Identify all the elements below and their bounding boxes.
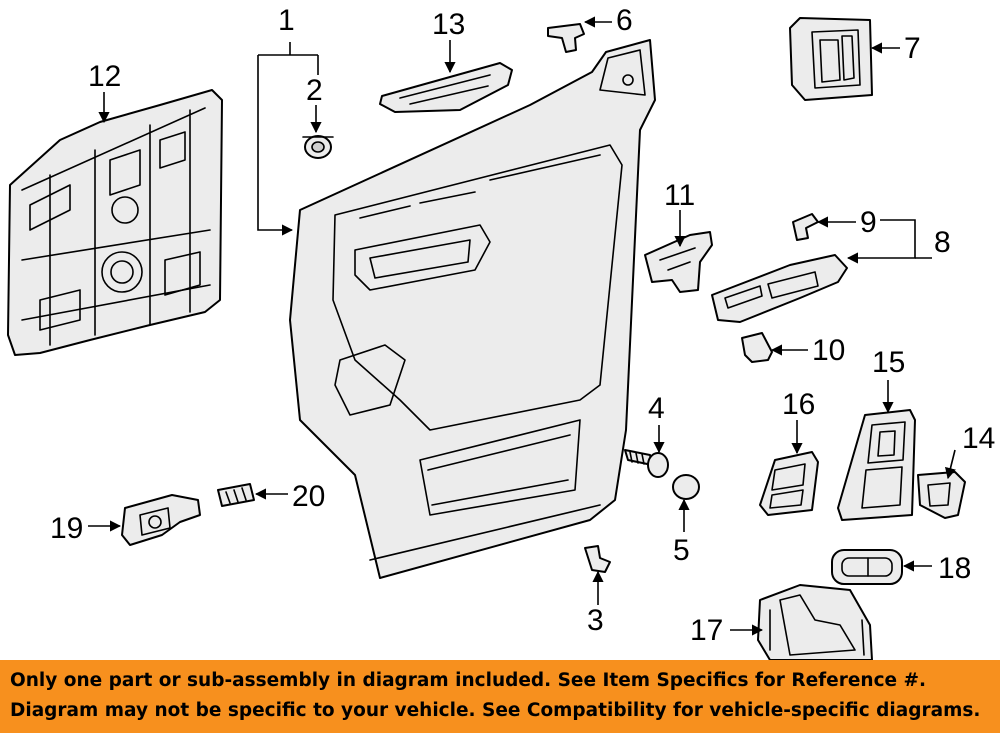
part-20-cover bbox=[217, 483, 255, 507]
callout-17: 17 bbox=[690, 614, 723, 647]
callout-9: 9 bbox=[860, 206, 877, 239]
part-6-retainer bbox=[547, 23, 585, 53]
callout-14: 14 bbox=[962, 422, 995, 455]
callout-3: 3 bbox=[587, 604, 604, 637]
callout-8: 8 bbox=[934, 226, 951, 259]
callout-4: 4 bbox=[648, 392, 665, 425]
callout-6: 6 bbox=[616, 4, 633, 37]
part-19-handle-bracket bbox=[121, 494, 201, 546]
part-5-plug bbox=[672, 474, 700, 500]
callout-labels: 1 2 3 4 5 6 7 8 9 10 11 12 13 14 15 16 1… bbox=[50, 4, 995, 647]
disclaimer-banner: Only one part or sub-assembly in diagram… bbox=[0, 660, 1000, 733]
callout-20: 20 bbox=[292, 480, 325, 513]
callout-15: 15 bbox=[872, 346, 905, 379]
part-17-seat-switch bbox=[757, 584, 873, 660]
part-1-door-trim-panel bbox=[289, 39, 656, 579]
callout-16: 16 bbox=[782, 388, 815, 421]
part-11-bracket bbox=[644, 231, 713, 293]
part-10-cap bbox=[741, 332, 773, 363]
part-13-switch-bezel bbox=[379, 62, 513, 113]
part-2-clip bbox=[302, 135, 334, 159]
part-12-door-carrier bbox=[7, 89, 223, 356]
part-7-handle-bezel bbox=[789, 17, 873, 101]
callout-10: 10 bbox=[812, 334, 845, 367]
banner-line-1: Only one part or sub-assembly in diagram… bbox=[10, 670, 927, 691]
callout-18: 18 bbox=[938, 552, 971, 585]
part-3-screw bbox=[584, 545, 611, 573]
callout-12: 12 bbox=[88, 60, 121, 93]
callout-1: 1 bbox=[278, 4, 295, 37]
callout-5: 5 bbox=[673, 534, 690, 567]
part-18-trim-ring bbox=[831, 549, 903, 585]
leader-lines bbox=[88, 16, 956, 636]
part-16-switch bbox=[759, 451, 819, 516]
part-4-bolt bbox=[624, 449, 669, 478]
door-trim-parts-diagram: 1 2 3 4 5 6 7 8 9 10 11 12 13 14 15 16 1… bbox=[7, 4, 995, 660]
callout-13: 13 bbox=[432, 8, 465, 41]
part-14-switch bbox=[917, 471, 966, 519]
part-9-clip bbox=[792, 213, 819, 241]
part-8-pull-handle bbox=[711, 254, 848, 323]
callout-19: 19 bbox=[50, 512, 83, 545]
callout-2: 2 bbox=[306, 74, 323, 107]
part-15-master-switch bbox=[837, 409, 916, 521]
callout-11: 11 bbox=[664, 179, 695, 212]
callout-7: 7 bbox=[904, 32, 921, 65]
banner-line-2: Diagram may not be specific to your vehi… bbox=[10, 700, 981, 721]
